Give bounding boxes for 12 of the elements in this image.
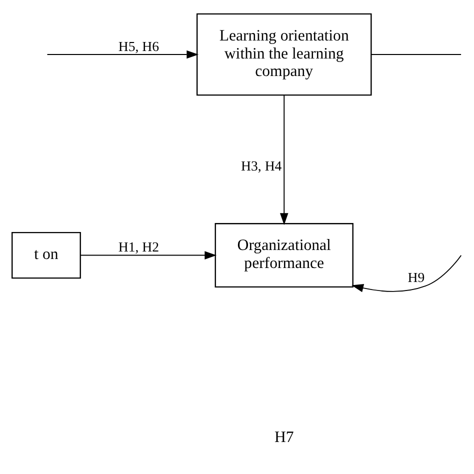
edge-label: H3, H4 [241,158,282,173]
arrow [80,250,217,259]
node-box: Learning orientation within the learning company [196,12,372,96]
arrow [280,94,288,225]
edge-label: H9 [408,270,425,285]
label: H7 [274,428,294,446]
arrow [352,254,462,292]
node-box: Organizational performance [214,222,354,288]
edge-label: H5, H6 [118,38,160,54]
node-box: t on [12,231,81,278]
arrow [46,50,199,58]
edge-label: H1, H2 [118,239,160,254]
